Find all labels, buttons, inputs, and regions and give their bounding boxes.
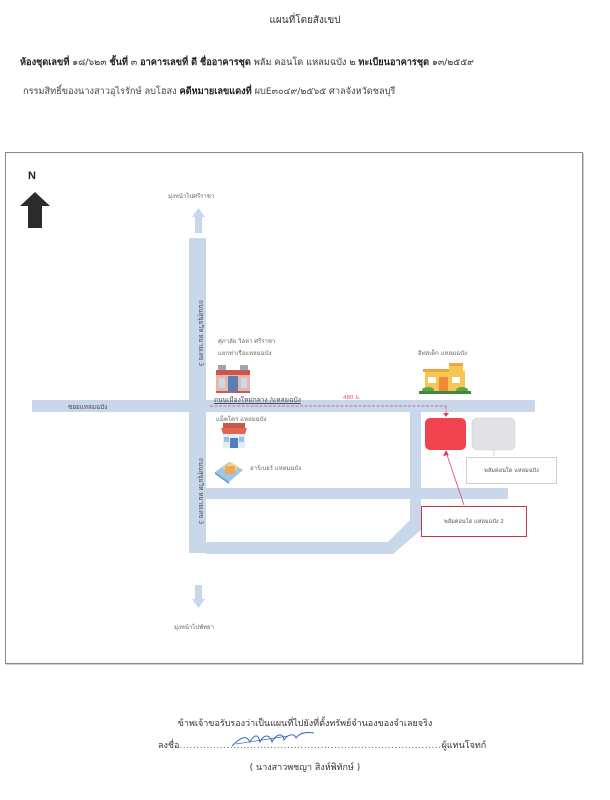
landmark-tesco-label: อิทสเต็ก แหลมฉบัง	[418, 350, 467, 357]
direction-top-label: มุ่งหน้าไปศรีราชา	[168, 193, 215, 200]
main-road-label-upper: ถนนสุขุมวิท หมายเลข 3	[197, 300, 204, 367]
east-road-label: ถนนเมืองใหม่กลาง /แหลมฉบัง	[214, 396, 301, 404]
property-info-line: ห้องชุดเลขที่ ๑๘/๖๒๓ ชั้นที่ ๓ อาคารเลขท…	[20, 55, 605, 70]
court-name: ศาลจังหวัดชลบุรี	[329, 86, 396, 97]
north-direction-arrow-icon	[192, 208, 205, 233]
building-value: ดี	[191, 57, 198, 68]
target-building-plum-condo-2	[425, 418, 466, 450]
south-direction-arrow-icon	[192, 585, 205, 608]
landmark-supalai-label: ศุภาลัย วิลล่า ศรีราชา	[218, 338, 276, 345]
plum-condo-2-label-text: พลัมคอนโด แหลมฉบัง 2	[444, 518, 504, 525]
document-title: แผนที่โดยสังเขป	[269, 15, 341, 26]
shop-icon	[221, 423, 247, 448]
registration-label: ทะเบียนอาคารชุด	[358, 57, 430, 68]
plum-condo-label-text: พลัมคอนโด แหลมฉบัง	[484, 467, 539, 474]
signature-line: ลงชื่อ..................................…	[158, 741, 487, 751]
signer-name: ( นางสาวพชญา สิงห์พิทักษ์ )	[249, 763, 361, 773]
landmark-makro-label: แม็คโคร แหลมฉบัง	[216, 416, 267, 423]
landmark-supalai-sublabel: แยกท่าเรือแหลมฉบัง	[218, 350, 272, 357]
condo-name-value: พลัม คอนโด แหลมฉบัง ๒	[253, 57, 356, 68]
room-label: ห้องชุดเลขที่	[20, 57, 70, 68]
building-icon	[216, 365, 250, 393]
condo-name-label: ชื่ออาคารชุด	[199, 57, 251, 68]
case-label: คดีหมายเลขแดงที่	[179, 86, 252, 97]
east-vertical-road	[410, 412, 421, 525]
north-arrow-icon	[20, 192, 50, 228]
route-arrowhead-icon	[443, 413, 449, 417]
main-road-label-lower: ถนนสุขุมวิท หมายเลข 3	[197, 458, 204, 525]
distance-label: 480 ม.	[343, 395, 361, 401]
north-label: N	[28, 170, 36, 182]
building-label: อาคารเลขที่	[140, 57, 189, 68]
certification-statement: ข้าพเจ้าขอรับรองว่าเป็นแผนที่ไปยังที่ตั้…	[177, 719, 433, 729]
signature-scribble-icon	[231, 732, 315, 747]
plum-condo-2-label: พลัมคอนโด แหลมฉบัง 2	[421, 506, 527, 537]
landmark-harbor-label: ฮาร์เบอร์ แหลมฉบัง	[250, 465, 302, 472]
west-road-label: ซอยแหลมฉบัง	[68, 404, 108, 411]
mall-icon	[215, 462, 243, 484]
sign-prefix: ลงชื่อ	[158, 741, 180, 751]
sign-suffix: ผู้แทนโจทก์	[441, 741, 487, 751]
owner-text: กรรมสิทธิ์ของนางสาวอุไรรักษ์ ลบโฮสง	[23, 86, 177, 97]
pointer-line	[445, 451, 465, 506]
lower-horizontal-road	[206, 542, 386, 554]
diagonal-road	[378, 520, 421, 554]
ownership-info-line: กรรมสิทธิ์ของนางสาวอุไรรักษ์ ลบโฮสง คดีห…	[23, 84, 608, 99]
middle-horizontal-road	[206, 488, 508, 499]
room-value: ๑๘/๖๒๓	[72, 57, 107, 68]
neighbor-building-plum-condo	[471, 417, 516, 451]
case-value: ผบE๓๐๔๙/๒๕๖๕	[254, 86, 327, 97]
plum-condo-label: พลัมคอนโด แหลมฉบัง	[466, 457, 557, 484]
floor-label: ชั้นที่	[109, 57, 128, 68]
direction-bottom-label: มุ่งหน้าไปพัทยา	[174, 624, 214, 631]
registration-value: ๑๓/๒๕๕๙	[432, 57, 474, 68]
floor-value: ๓	[130, 57, 138, 68]
main-vertical-road	[189, 238, 206, 553]
house-icon	[419, 363, 471, 394]
